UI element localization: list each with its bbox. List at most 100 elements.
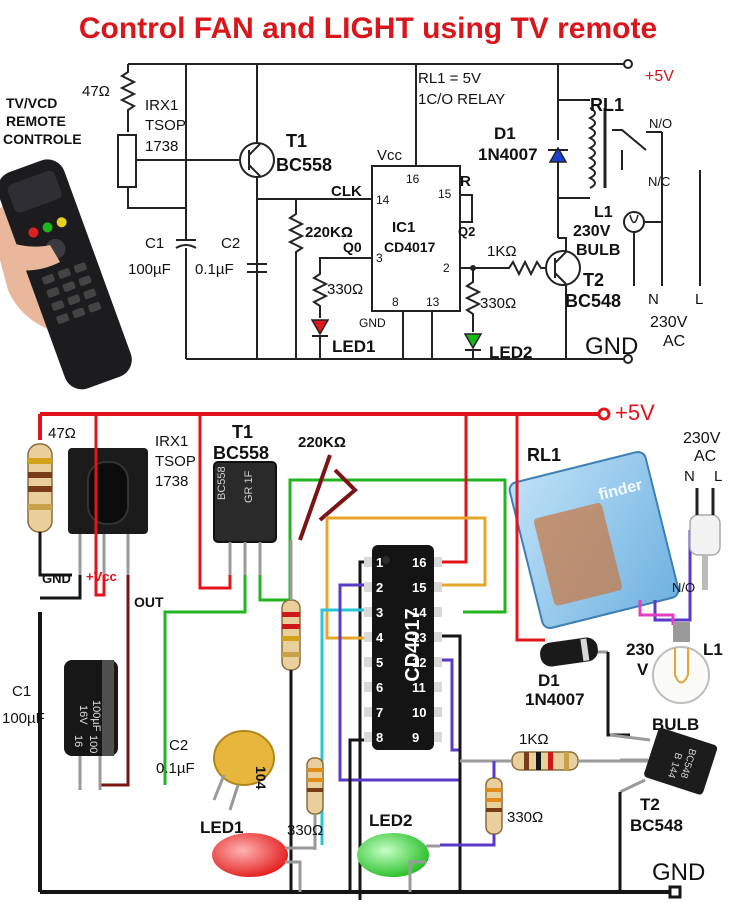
schematic-led2: [463, 333, 483, 350]
chip-pin-left: [364, 582, 372, 592]
chip-pin-number: 13: [412, 630, 426, 645]
tv-remote-illustration: [0, 159, 132, 390]
wiring-out-pin-label: OUT: [134, 594, 164, 610]
wiring-vcc-pin-label: +Vcc: [86, 569, 117, 584]
wiring-ac-label2: AC: [694, 448, 716, 465]
schematic-r330-1-label: 330Ω: [327, 281, 363, 298]
remote-label-line2: REMOTE: [6, 113, 66, 129]
remote-label-line3: CONTROLE: [3, 131, 82, 147]
wiring-gnd-pin-label: GND: [42, 571, 71, 586]
chip-pin-right: [434, 582, 442, 592]
wiring-c1-body3: 16: [72, 735, 84, 747]
wiring-gnd-label: GND: [652, 859, 705, 886]
schematic-c1-value: 100µF: [128, 261, 171, 278]
schematic-t1-type: BC558: [276, 155, 332, 175]
wiring-c1-value: 100µF: [2, 710, 45, 727]
schematic-led1-label: LED1: [332, 337, 375, 356]
chip-pin-number: 9: [412, 730, 419, 745]
schematic-t2-name: T2: [583, 270, 604, 290]
wiring-no-label: N/O: [672, 580, 695, 595]
schematic-c1-name: C1: [145, 235, 164, 252]
schematic-r330-2-label: 330Ω: [480, 295, 516, 312]
remote-label-line1: TV/VCD: [6, 95, 57, 111]
schematic-ic-name: IC1: [392, 219, 415, 236]
schematic-n-label: N: [648, 291, 659, 308]
wiring-230-label: 230: [626, 640, 654, 659]
schematic-230v-label: 230V: [573, 223, 611, 240]
schematic-relay-note1: RL1 = 5V: [418, 70, 481, 87]
schematic-d1-type: 1N4007: [478, 145, 538, 164]
wiring-bulb: [652, 622, 710, 704]
wiring-d1: [540, 637, 630, 737]
chip-pin-number: 5: [376, 655, 383, 670]
chip-pin-left: [364, 732, 372, 742]
wiring-led1-label: LED1: [200, 818, 243, 837]
schematic-t2-type: BC548: [565, 291, 621, 311]
wiring-tsop: [68, 448, 148, 575]
schematic-r220k-label: 220KΩ: [305, 224, 353, 241]
chip-pin-number: 10: [412, 705, 426, 720]
chip-pin-number: 8: [376, 730, 383, 745]
wiring-t1-type: BC558: [213, 443, 269, 463]
wiring-c2-name: C2: [169, 737, 188, 754]
wiring-c1-name: C1: [12, 683, 31, 700]
schematic-5v-label: +5V: [645, 68, 674, 85]
schematic-r1k-label: 1KΩ: [487, 243, 517, 260]
schematic-irx-label1: IRX1: [145, 97, 178, 114]
wiring-t2: BC548 B 144: [609, 727, 718, 795]
wiring-v-label: V: [637, 660, 649, 679]
wiring-r1k-label: 1KΩ: [519, 731, 549, 748]
chip-pin-left: [364, 607, 372, 617]
schematic-bulb-label: BULB: [576, 242, 620, 259]
wiring-gnd-rail: [38, 612, 675, 894]
schematic-c1: [175, 64, 197, 359]
chip-pin-left: [364, 657, 372, 667]
wiring-l1-label: L1: [703, 640, 723, 659]
schematic-led2-label: LED2: [489, 343, 532, 362]
wiring-ac-plug: [689, 488, 721, 590]
chip-pin-number: 3: [376, 605, 383, 620]
schematic-pin13: 13: [426, 295, 440, 309]
schematic-q0-label: Q0: [343, 239, 362, 255]
chip-pin-right: [434, 682, 442, 692]
chip-pin-right: [434, 632, 442, 642]
schematic-pin8: 8: [392, 295, 399, 309]
chip-pin-number: 6: [376, 680, 383, 695]
schematic-clk-label: CLK: [331, 183, 362, 200]
schematic-r1k: [460, 259, 553, 277]
wiring-led1: [212, 833, 315, 892]
schematic-ac-label2: AC: [663, 333, 685, 350]
chip-pin-number: 12: [412, 655, 426, 670]
wiring-r1k: [460, 751, 650, 771]
page-title: Control FAN and LIGHT using TV remote: [79, 12, 657, 45]
wiring-r330-led2: [440, 761, 503, 847]
schematic-led1: [310, 319, 330, 336]
schematic-c2-name: C2: [221, 235, 240, 252]
schematic-gnd-terminal: [623, 354, 633, 364]
schematic-r330-led1: [311, 257, 372, 318]
schematic-no-label: N/O: [649, 116, 672, 131]
wiring-c2-code: 104: [253, 766, 269, 790]
wiring-r220k-label: 220KΩ: [298, 434, 346, 451]
wiring-d1-type: 1N4007: [525, 690, 585, 709]
schematic-pin14: 14: [376, 193, 390, 207]
wiring-t1-body1: BC558: [216, 466, 228, 500]
wiring-l-label: L: [714, 468, 722, 485]
schematic-d1: [548, 146, 568, 163]
schematic-tsop: [117, 134, 137, 188]
wiring-c1-body2: 100µF: [90, 700, 102, 732]
wiring-r330-1-label: 330Ω: [287, 822, 323, 839]
wiring-c2-value: 0.1µF: [156, 760, 195, 777]
schematic-rl1-label: RL1: [590, 95, 624, 115]
schematic-nc-label: N/C: [648, 174, 670, 189]
wiring-led2-label: LED2: [369, 811, 412, 830]
wiring-cd4017: CD4017: [372, 545, 434, 750]
schematic-pin16: 16: [406, 172, 420, 186]
schematic-irx-label3: 1738: [145, 138, 178, 155]
schematic-t1-name: T1: [286, 131, 307, 151]
wiring-t2-type: BC548: [630, 816, 683, 835]
wiring-c1-body4: 100: [87, 735, 99, 753]
schematic-r330-led2: [464, 268, 482, 332]
schematic-relay-note2: 1C/O RELAY: [418, 91, 505, 108]
